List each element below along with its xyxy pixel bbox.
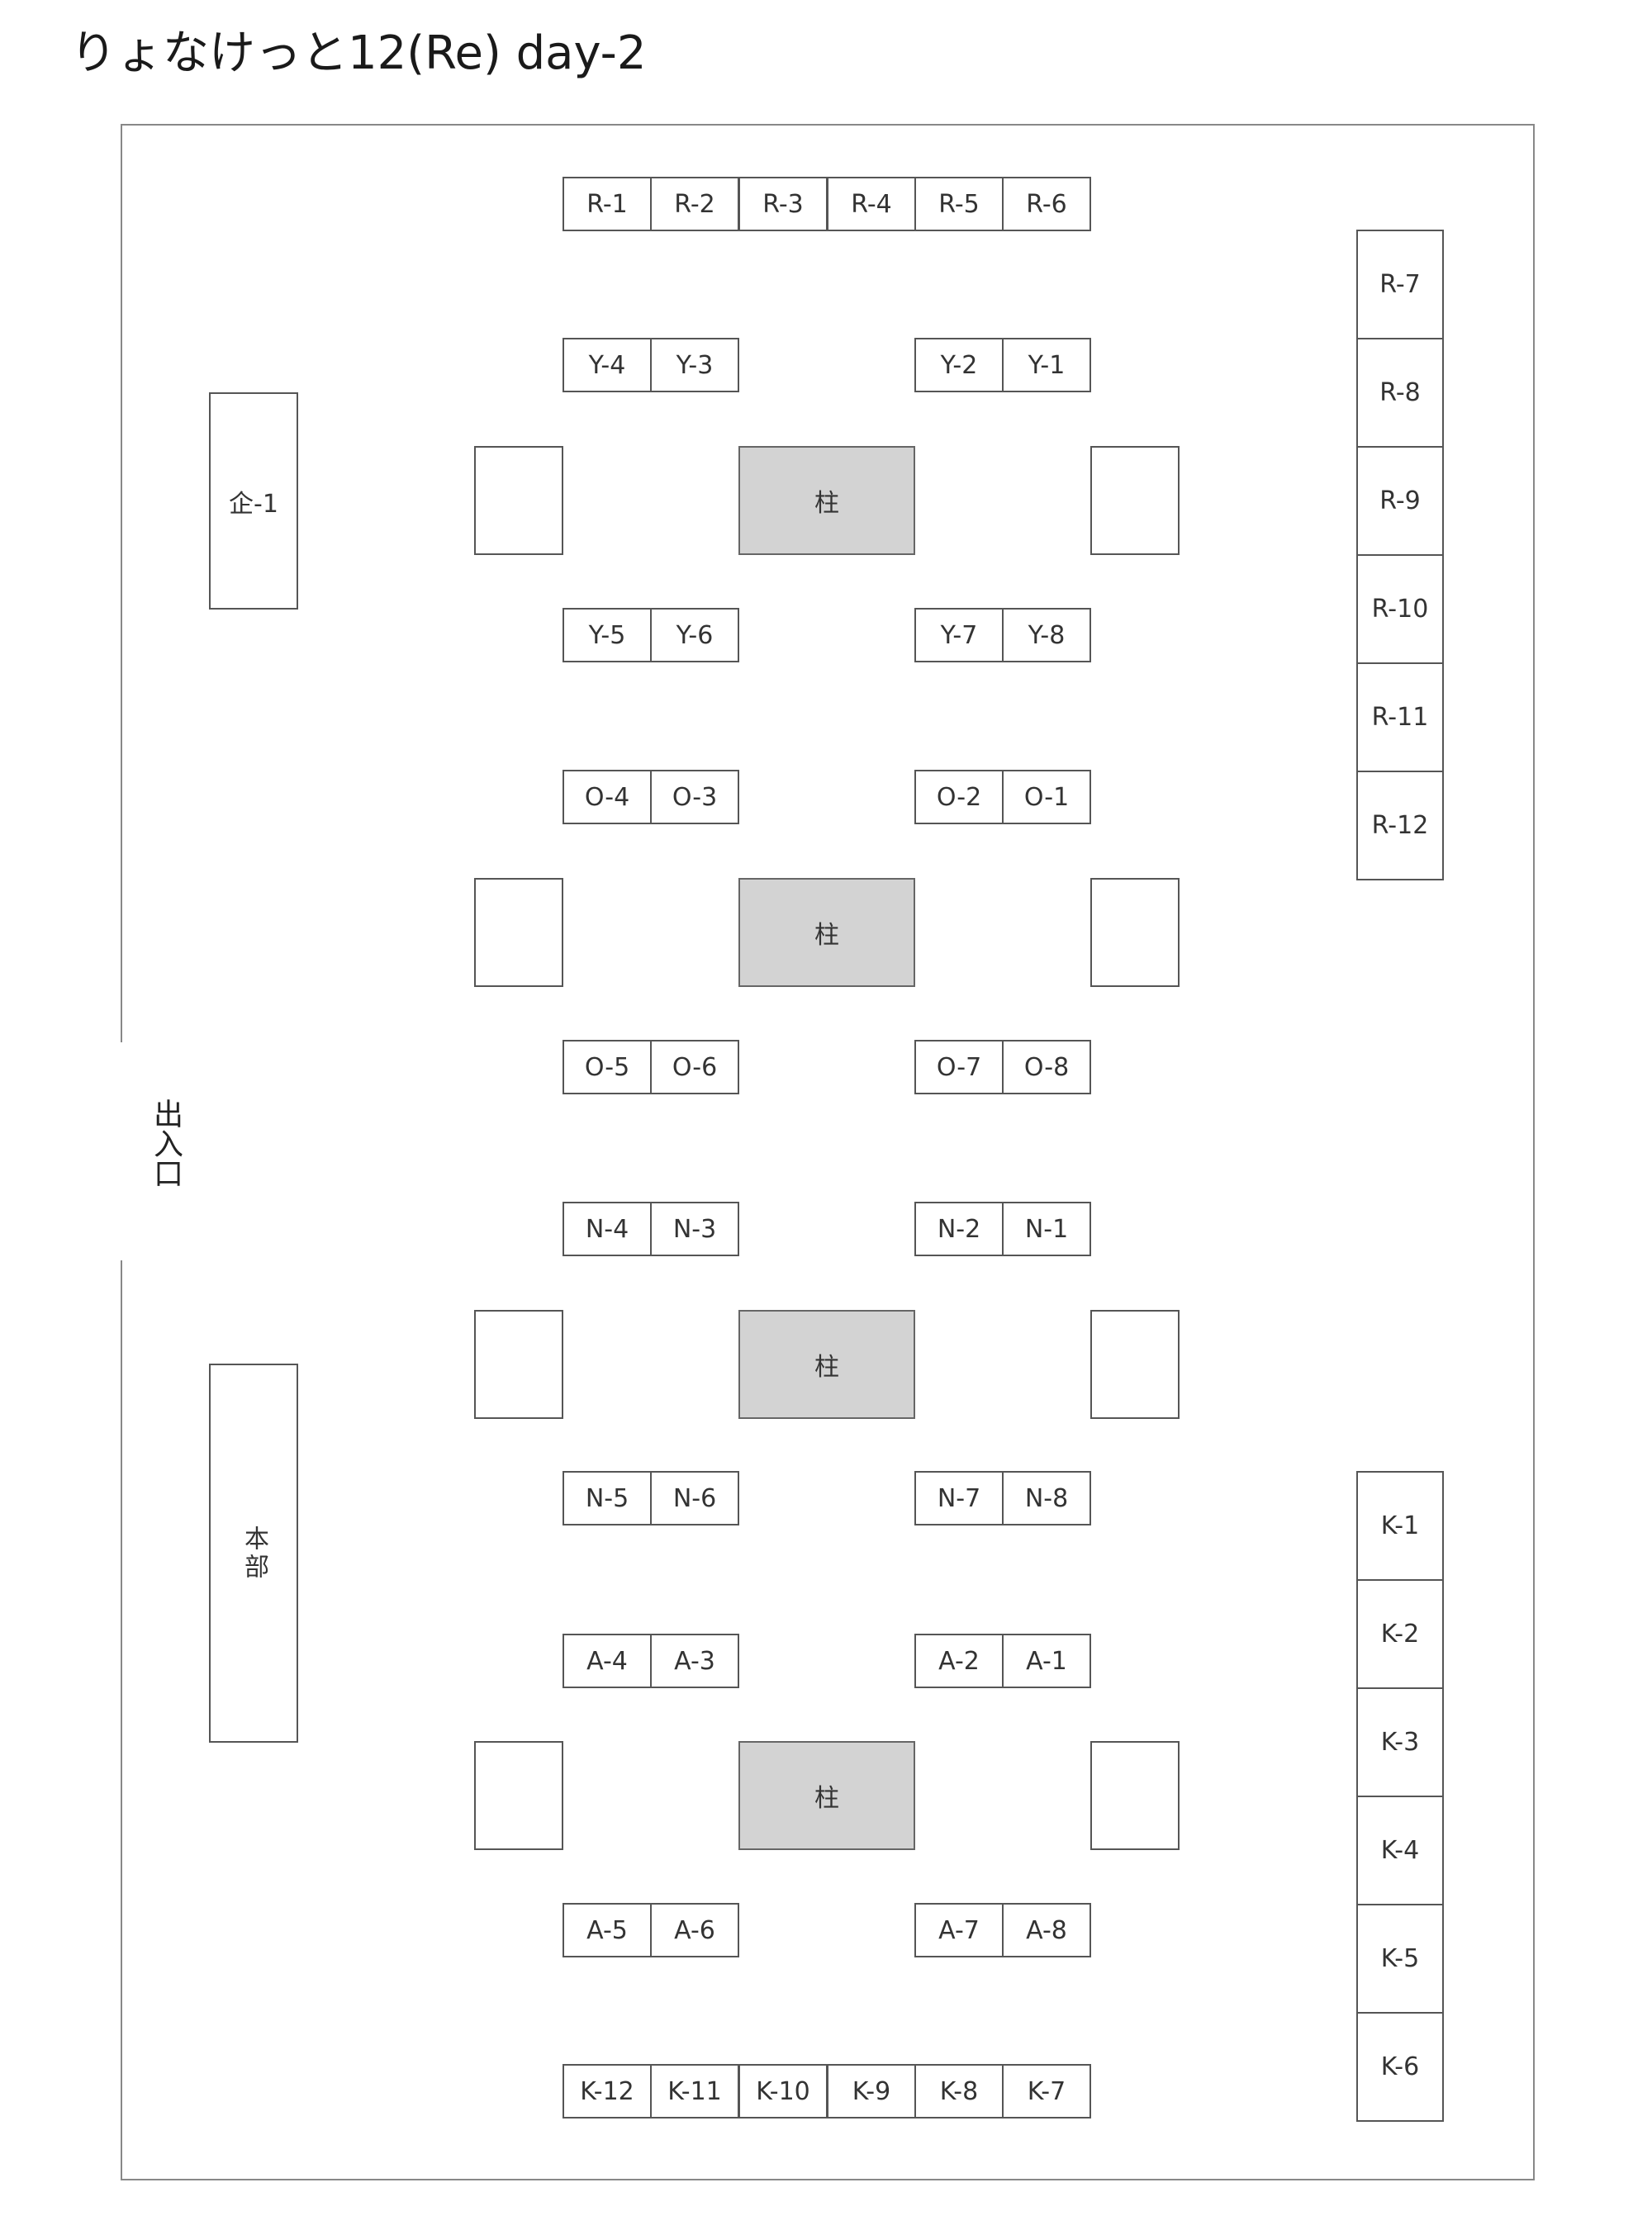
booth-o_top_right-0: O-2 — [914, 770, 1004, 824]
booth-o_bottom_left-1: O-6 — [650, 1040, 739, 1094]
pillar-1: 柱 — [738, 878, 915, 987]
booth-o_bottom_right-1: O-8 — [1002, 1040, 1091, 1094]
booth-n_top_right-0: N-2 — [914, 1202, 1004, 1256]
booth-r_right-1: R-8 — [1356, 338, 1444, 448]
booth-o_bottom_left-0: O-5 — [563, 1040, 652, 1094]
booth-y_bottom_right-1: Y-8 — [1002, 608, 1091, 662]
empty-booth-right-3 — [1090, 1741, 1180, 1850]
booth-y_top_right-1: Y-1 — [1002, 338, 1091, 392]
empty-booth-left-1 — [474, 878, 563, 987]
booth-a_bottom_left-1: A-6 — [650, 1903, 739, 1957]
booth-k_right-4: K-5 — [1356, 1904, 1444, 2014]
booth-k_bottom-1: K-11 — [650, 2064, 739, 2118]
booth-a_top_left-0: A-4 — [563, 1634, 652, 1688]
entrance-opening — [118, 1042, 125, 1260]
page-title: りょなけっと12(Re) day-2 — [70, 26, 647, 80]
booth-n_bottom_right-1: N-8 — [1002, 1471, 1091, 1525]
booth-r_right-0: R-7 — [1356, 230, 1444, 339]
booth-k_bottom-0: K-12 — [563, 2064, 652, 2118]
booth-r_top-1: R-2 — [650, 177, 739, 231]
booth-a_bottom_right-0: A-7 — [914, 1903, 1004, 1957]
kikaku-booth: 企-1 — [209, 392, 298, 610]
booth-a_bottom_right-1: A-8 — [1002, 1903, 1091, 1957]
empty-booth-right-1 — [1090, 878, 1180, 987]
empty-booth-left-0 — [474, 446, 563, 555]
booth-r_right-2: R-9 — [1356, 446, 1444, 556]
booth-a_bottom_left-0: A-5 — [563, 1903, 652, 1957]
booth-k_right-1: K-2 — [1356, 1579, 1444, 1689]
booth-y_top_left-1: Y-3 — [650, 338, 739, 392]
booth-o_top_right-1: O-1 — [1002, 770, 1091, 824]
entrance-label: 出入口 — [149, 1098, 183, 1188]
booth-n_bottom_left-1: N-6 — [650, 1471, 739, 1525]
booth-r_right-5: R-12 — [1356, 771, 1444, 880]
booth-n_bottom_left-0: N-5 — [563, 1471, 652, 1525]
empty-booth-right-2 — [1090, 1310, 1180, 1419]
booth-k_bottom-5: K-7 — [1002, 2064, 1091, 2118]
honbu-area: 本部 — [209, 1364, 298, 1743]
booth-o_top_left-0: O-4 — [563, 770, 652, 824]
booth-y_bottom_right-0: Y-7 — [914, 608, 1004, 662]
empty-booth-left-2 — [474, 1310, 563, 1419]
booth-r_right-3: R-10 — [1356, 554, 1444, 664]
booth-k_bottom-3: K-9 — [827, 2064, 916, 2118]
pillar-0: 柱 — [738, 446, 915, 555]
booth-r_right-4: R-11 — [1356, 662, 1444, 772]
booth-k_right-5: K-6 — [1356, 2012, 1444, 2122]
booth-r_top-3: R-4 — [827, 177, 916, 231]
booth-a_top_left-1: A-3 — [650, 1634, 739, 1688]
booth-r_top-4: R-5 — [914, 177, 1004, 231]
booth-n_bottom_right-0: N-7 — [914, 1471, 1004, 1525]
empty-booth-left-3 — [474, 1741, 563, 1850]
booth-r_top-0: R-1 — [563, 177, 652, 231]
booth-y_top_left-0: Y-4 — [563, 338, 652, 392]
pillar-3: 柱 — [738, 1741, 915, 1850]
booth-y_bottom_left-1: Y-6 — [650, 608, 739, 662]
booth-n_top_left-1: N-3 — [650, 1202, 739, 1256]
pillar-2: 柱 — [738, 1310, 915, 1419]
booth-r_top-2: R-3 — [738, 177, 828, 231]
venue-floor — [121, 124, 1535, 2180]
booth-y_top_right-0: Y-2 — [914, 338, 1004, 392]
booth-k_right-2: K-3 — [1356, 1687, 1444, 1797]
booth-o_bottom_right-0: O-7 — [914, 1040, 1004, 1094]
booth-k_right-0: K-1 — [1356, 1471, 1444, 1581]
booth-n_top_left-0: N-4 — [563, 1202, 652, 1256]
booth-r_top-5: R-6 — [1002, 177, 1091, 231]
booth-a_top_right-0: A-2 — [914, 1634, 1004, 1688]
booth-y_bottom_left-0: Y-5 — [563, 608, 652, 662]
booth-a_top_right-1: A-1 — [1002, 1634, 1091, 1688]
booth-k_right-3: K-4 — [1356, 1796, 1444, 1905]
booth-o_top_left-1: O-3 — [650, 770, 739, 824]
booth-k_bottom-4: K-8 — [914, 2064, 1004, 2118]
empty-booth-right-0 — [1090, 446, 1180, 555]
booth-k_bottom-2: K-10 — [738, 2064, 828, 2118]
booth-n_top_right-1: N-1 — [1002, 1202, 1091, 1256]
